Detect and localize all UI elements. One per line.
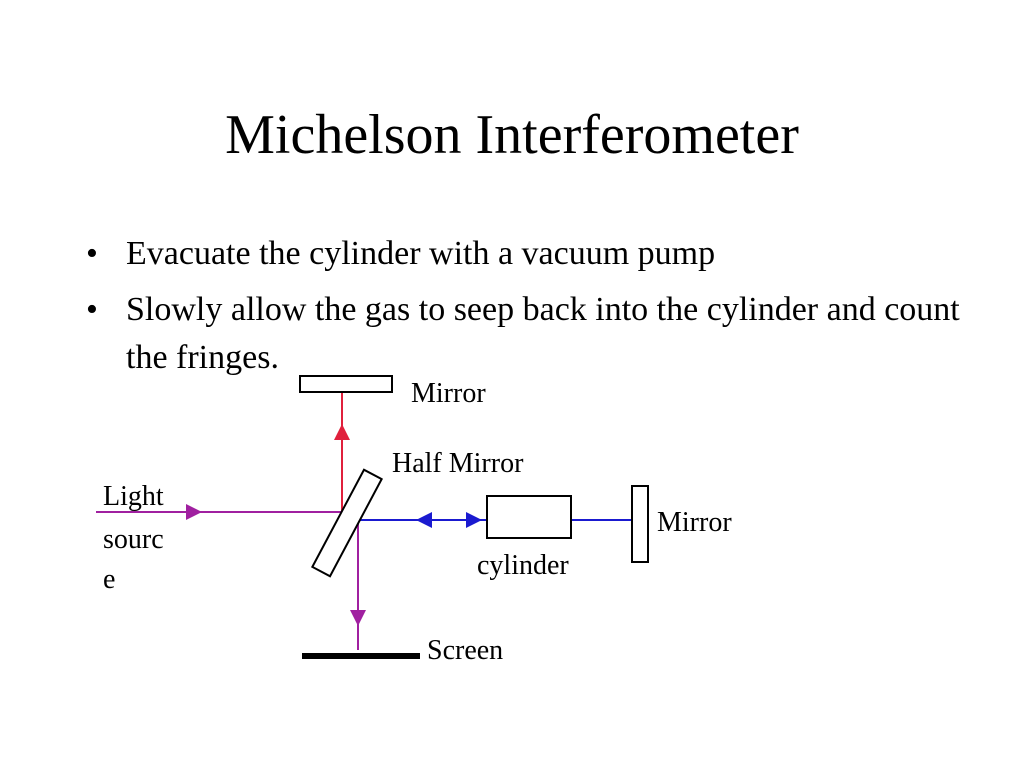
bullet-item: • Evacuate the cylinder with a vacuum pu… [86,230,966,278]
bullet-text: Slowly allow the gas to seep back into t… [126,291,960,376]
label-light-source-1: Light [103,481,164,512]
right-mirror [631,485,649,563]
bullet-dot: • [86,291,98,328]
bullet-text: Evacuate the cylinder with a vacuum pump [126,235,716,272]
label-screen: Screen [427,635,503,666]
label-top-mirror: Mirror [411,378,486,409]
bullet-list: • Evacuate the cylinder with a vacuum pu… [86,230,966,390]
label-right-mirror: Mirror [657,507,732,538]
cylinder [486,495,572,539]
half-mirror [310,468,384,578]
bullet-item: • Slowly allow the gas to seep back into… [86,286,966,382]
label-half-mirror: Half Mirror [392,448,524,479]
label-light-source-3: e [103,564,115,595]
slide-title: Michelson Interferometer [225,104,799,166]
bullet-dot: • [86,235,98,272]
top-mirror [299,375,393,393]
label-light-source-2: sourc [103,524,164,555]
label-cylinder: cylinder [477,550,569,581]
